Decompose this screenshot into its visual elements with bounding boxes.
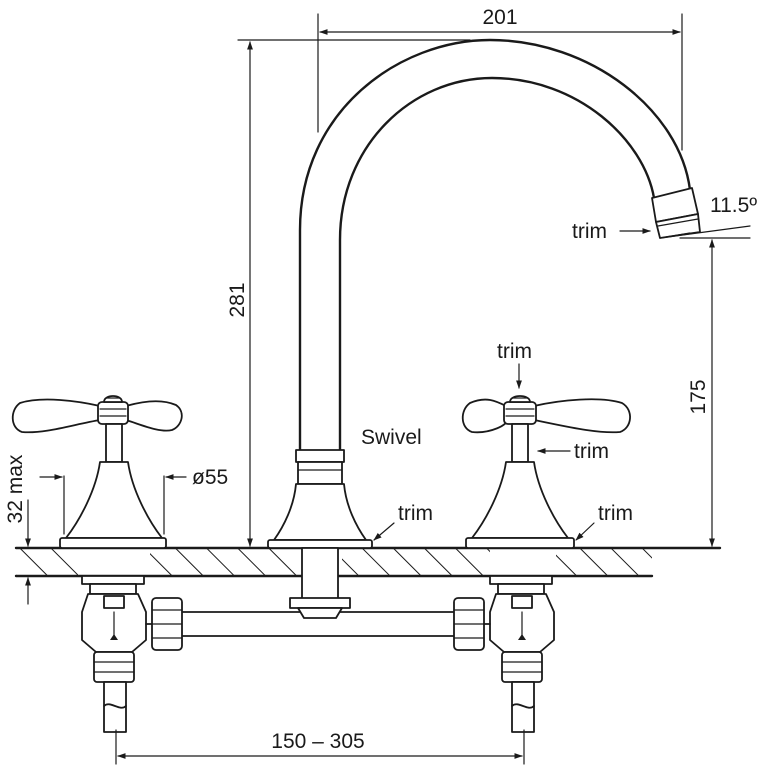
overall-height-value: 281: [226, 282, 249, 317]
dimension-deck-thickness: 32 max: [4, 454, 31, 605]
centres-range-value: 150 – 305: [271, 730, 364, 753]
dimension-centres: 150 – 305: [115, 729, 525, 765]
handle-diameter-value: ø55: [192, 466, 228, 489]
callout-swivel: Swivel: [361, 426, 422, 449]
trim-label-handle-top: trim: [497, 340, 532, 363]
dimension-spout-height: 175: [679, 237, 751, 547]
trim-label-spout: trim: [572, 220, 607, 243]
callout-trim-handle-stem: trim: [537, 440, 609, 463]
callout-trim-handle-top: trim: [497, 340, 532, 389]
right-cross-handle: [461, 395, 631, 549]
deck-thickness-value: 32 max: [4, 454, 27, 523]
callout-trim-spout: trim: [572, 220, 651, 243]
dimension-spout-angle: 11.5º: [659, 194, 757, 239]
dimension-spout-reach: 201: [317, 6, 683, 151]
dimension-handle-diameter: ø55: [39, 466, 228, 535]
trim-label-handle-stem: trim: [574, 440, 609, 463]
spout-angle-value: 11.5º: [710, 194, 757, 217]
callout-trim-right-base: trim: [575, 502, 633, 541]
left-under-deck-valve: [81, 575, 147, 733]
dimension-overall-height: 281: [226, 39, 471, 547]
countertop-deck: [14, 546, 722, 578]
right-under-deck-valve: [489, 575, 555, 733]
spout-height-value: 175: [687, 379, 710, 414]
trim-label-right-base: trim: [598, 502, 633, 525]
swivel-spout: [267, 38, 701, 619]
swivel-label: Swivel: [361, 426, 422, 449]
callout-trim-spout-base: trim: [373, 502, 433, 541]
spout-reach-value: 201: [482, 6, 517, 29]
left-cross-handle: [11, 395, 183, 549]
trim-label-spout-base: trim: [398, 502, 433, 525]
